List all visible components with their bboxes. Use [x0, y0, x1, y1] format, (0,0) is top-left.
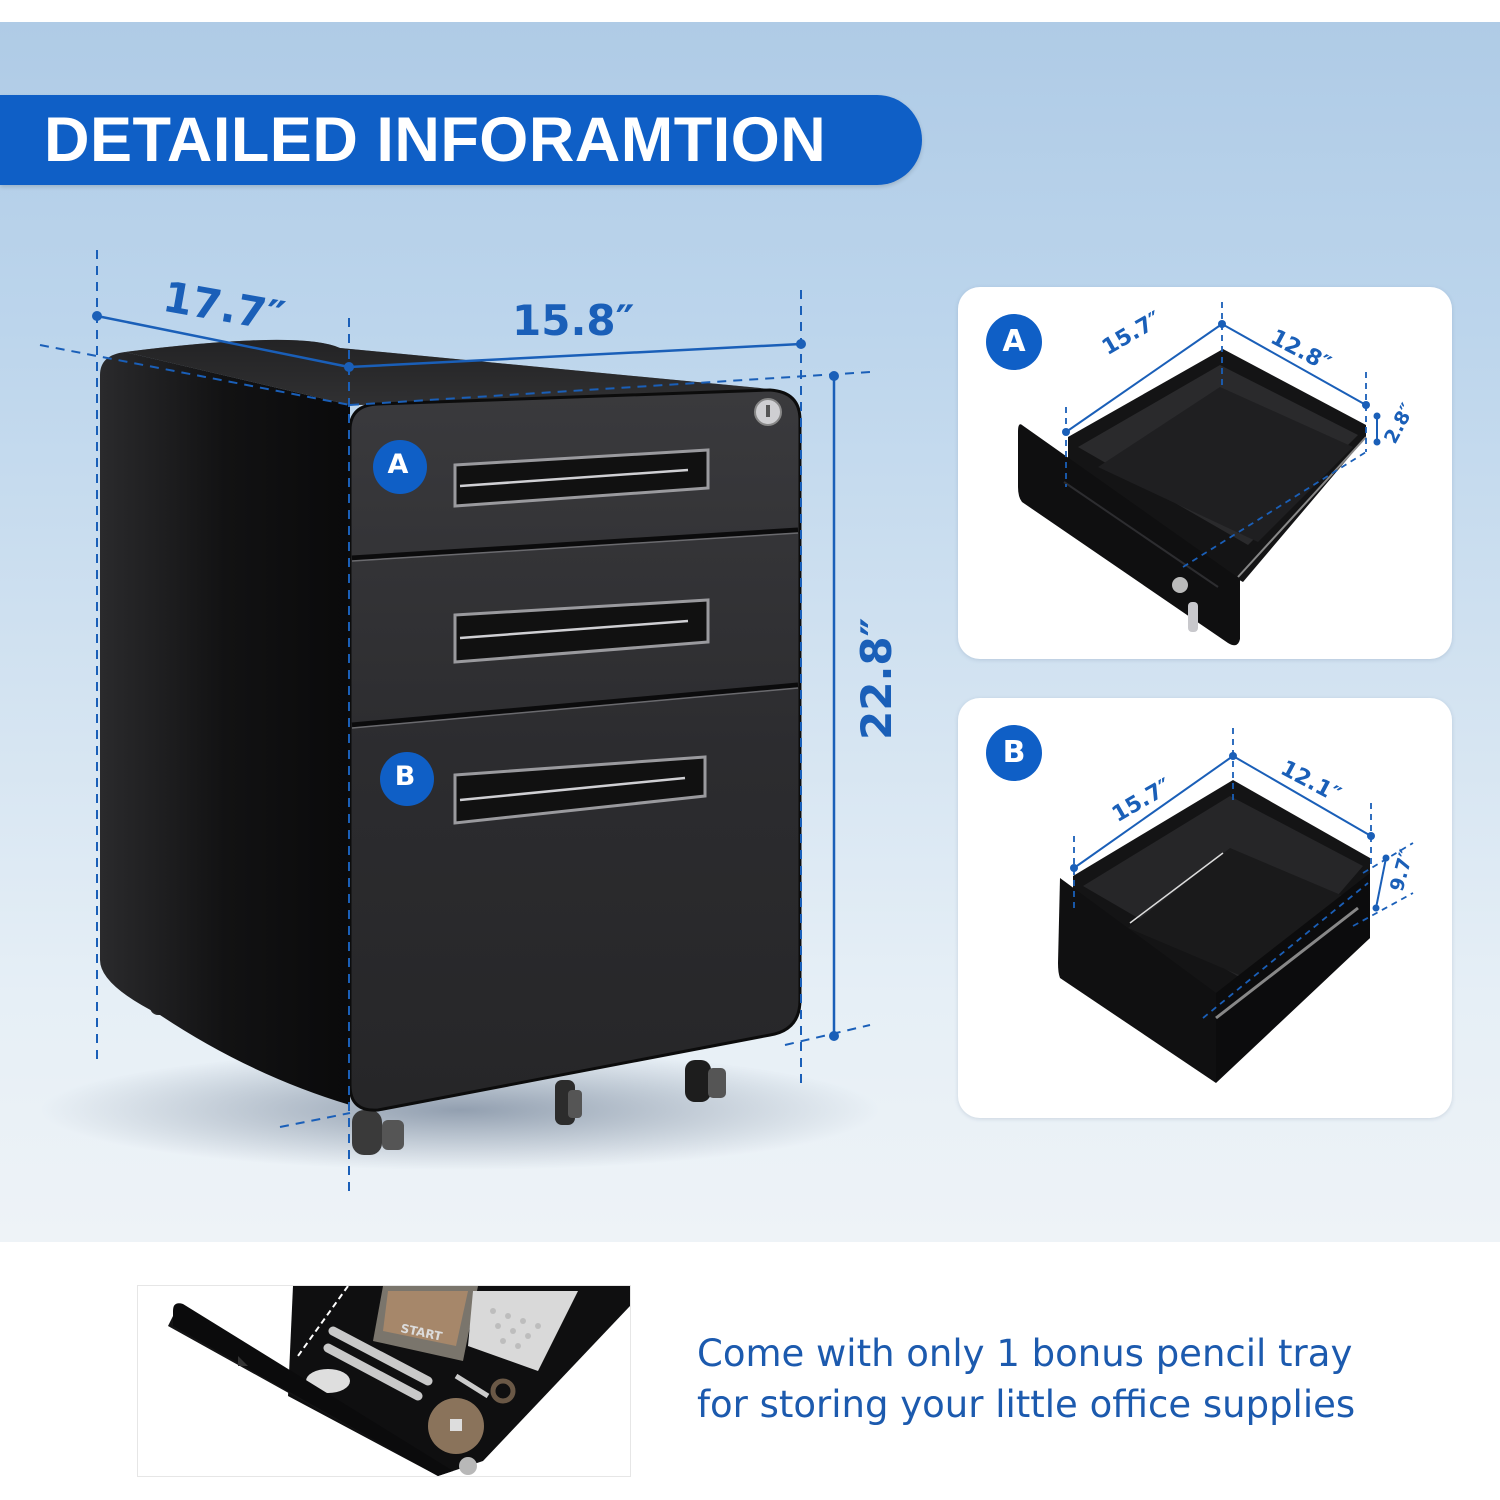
- caption-line-2: for storing your little office supplies: [697, 1383, 1356, 1426]
- card-a-badge: A: [986, 314, 1042, 370]
- drawer-a-card: A 15.7″ 12.8″ 2.8″: [958, 287, 1452, 659]
- drawer-a-badge: A: [387, 449, 409, 480]
- height-dimension-label: 22.8″: [852, 617, 901, 740]
- key-icon: [1172, 577, 1198, 632]
- drawer-b-card: B 15.7″ 12.1″ 9.7″: [958, 698, 1452, 1118]
- width-dimension-label: 15.8″: [512, 296, 635, 345]
- drawer-a-illustration: [1018, 302, 1381, 646]
- drawer-b-badge: B: [394, 761, 416, 792]
- card-b-badge: B: [986, 725, 1042, 781]
- caption-line-1: Come with only 1 bonus pencil tray: [697, 1332, 1353, 1375]
- pencil-tray-caption: Come with only 1 bonus pencil tray for s…: [697, 1328, 1437, 1430]
- page-title: DETAILED INFORAMTION: [44, 105, 827, 175]
- title-banner: DETAILED INFORAMTION: [0, 95, 922, 185]
- pencil-tray-photo: START: [137, 1285, 631, 1477]
- drawer-b-illustration: [1058, 728, 1414, 1083]
